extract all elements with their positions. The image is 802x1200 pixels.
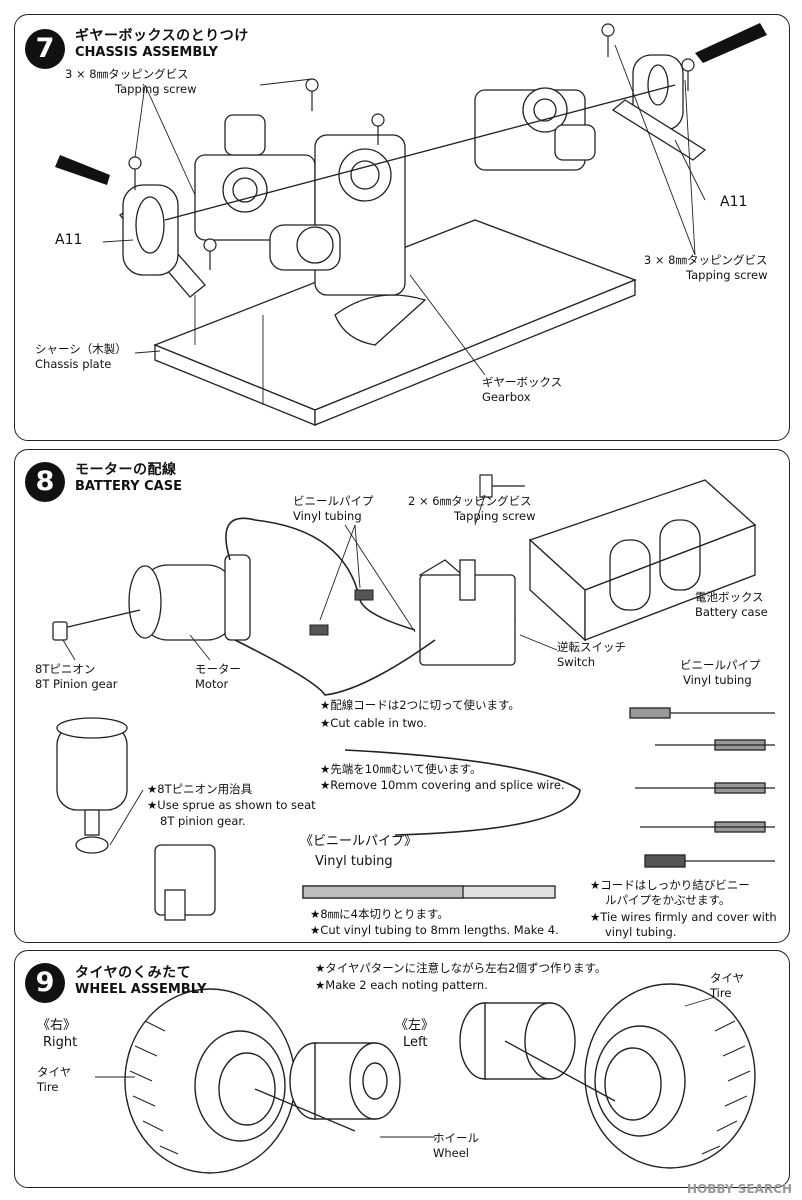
step-number-badge: 9 xyxy=(25,963,65,1003)
note-cut4-jp: ★8㎜に4本切りとります。 xyxy=(310,907,449,921)
note-sprue-en-2: 8T pinion gear. xyxy=(160,814,246,828)
label-switch: 逆転スイッチ Switch xyxy=(557,640,626,669)
step-title-en: BATTERY CASE xyxy=(75,479,182,494)
label-motor: モーター Motor xyxy=(195,662,241,691)
step-number-badge: 7 xyxy=(25,29,65,69)
label-right: 《右》 Right xyxy=(37,1018,78,1050)
label-battery-case: 電池ボックス Battery case xyxy=(695,590,768,619)
label-vinyl-tubing-right: ビニールパイプ Vinyl tubing xyxy=(680,658,761,687)
step-title-en: CHASSIS ASSEMBLY xyxy=(75,45,218,60)
note-tie-jp-1: ★コードはしっかり結びビニー xyxy=(590,878,750,892)
label-chassis-plate: シャーシ（木製） Chassis plate xyxy=(35,342,127,371)
note-tie-en-1: ★Tie wires firmly and cover with xyxy=(590,910,777,924)
note-strip-en: ★Remove 10mm covering and splice wire. xyxy=(320,778,565,792)
note-pattern-jp: ★タイヤパターンに注意しながら左右2個ずつ作ります。 xyxy=(315,961,607,975)
step-8-panel: 8 モーターの配線 BATTERY CASE ビニールパイプ Vinyl tub… xyxy=(14,449,790,943)
chassis-assembly-illustration xyxy=(55,23,767,426)
note-cut-cable-en: ★Cut cable in two. xyxy=(320,716,427,730)
wheel-assembly-illustration xyxy=(95,983,756,1174)
note-strip-jp: ★先端を10㎜むいて使います。 xyxy=(320,762,482,776)
step-number-badge: 8 xyxy=(25,462,65,502)
battery-case-illustration xyxy=(52,474,775,921)
note-cut4-en: ★Cut vinyl tubing to 8mm lengths. Make 4… xyxy=(310,923,559,937)
step-title-jp: モーターの配線 xyxy=(75,462,177,478)
label-tapping-screw-left: 3 × 8㎜タッピングビス Tapping screw xyxy=(65,67,197,96)
note-tie-en-2: vinyl tubing. xyxy=(605,925,677,939)
label-left: 《左》 Left xyxy=(395,1018,435,1050)
step-9-panel: 9 タイヤのくみたて WHEEL ASSEMBLY ★タイヤパターンに注意しなが… xyxy=(14,950,790,1188)
note-sprue-jp: ★8Tピニオン用治具 xyxy=(147,782,253,796)
note-tie-jp-2: ルパイプをかぶせます。 xyxy=(605,893,731,907)
label-a11-left: A11 xyxy=(55,232,83,248)
note-sprue-en-1: ★Use sprue as shown to seat xyxy=(147,798,316,812)
label-tire-right: タイヤ Tire xyxy=(710,971,745,1000)
label-vinyl-tubing: ビニールパイプ Vinyl tubing xyxy=(293,494,374,523)
label-wheel: ホイール Wheel xyxy=(433,1131,479,1160)
label-tire-left: タイヤ Tire xyxy=(37,1065,72,1094)
vinyl-heading-en: Vinyl tubing xyxy=(315,854,393,869)
step-title-jp: ギヤーボックスのとりつけ xyxy=(75,28,249,44)
note-cut-cable-jp: ★配線コードは2つに切って使います。 xyxy=(320,698,520,712)
watermark: HOBBY SEARCH xyxy=(687,1182,792,1196)
label-8t-pinion: 8Tピニオン 8T Pinion gear xyxy=(35,662,118,691)
label-tapping-screw-right: 3 × 8㎜タッピングビス Tapping screw xyxy=(643,253,768,282)
label-a11-right: A11 xyxy=(720,194,748,210)
step-title-jp: タイヤのくみたて xyxy=(75,965,192,981)
note-pattern-en: ★Make 2 each noting pattern. xyxy=(315,978,488,992)
step-title-en: WHEEL ASSEMBLY xyxy=(75,982,207,997)
vinyl-heading-jp: 《ビニールパイプ》 xyxy=(300,834,418,849)
label-gearbox: ギヤーボックス Gearbox xyxy=(482,375,563,404)
label-tapping-screw: 2 × 6㎜タッピングビス Tapping screw xyxy=(408,494,536,523)
step-7-panel: 7 ギヤーボックスのとりつけ CHASSIS ASSEMBLY 3 × 8㎜タッ… xyxy=(14,14,790,441)
